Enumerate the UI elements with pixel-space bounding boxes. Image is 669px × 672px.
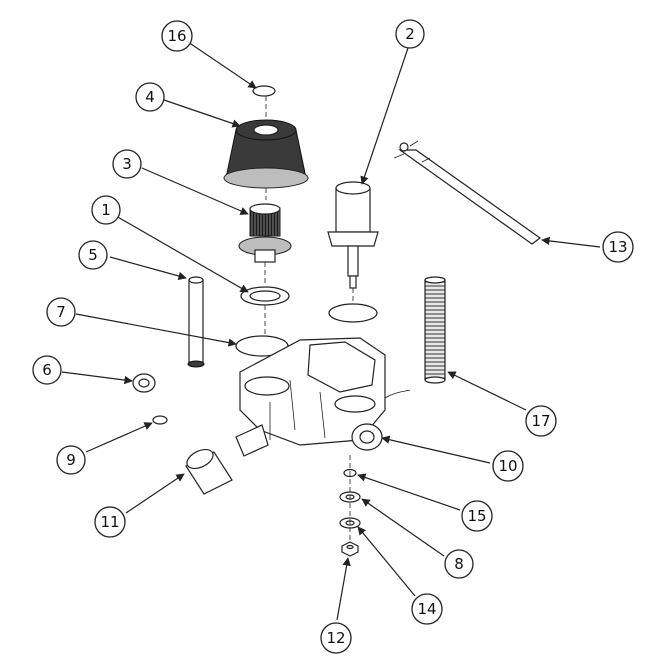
callout-5: 5 — [78, 240, 108, 270]
part-17-hose — [424, 276, 446, 384]
callout-3-label: 3 — [122, 155, 132, 173]
part-12-nut — [341, 541, 359, 557]
callout-17-label: 17 — [531, 412, 550, 430]
callout-4: 4 — [135, 82, 165, 112]
callout-12: 12 — [320, 622, 352, 654]
part-10-pump-housing — [235, 337, 411, 457]
callout-8: 8 — [444, 549, 474, 579]
callout-15: 15 — [461, 500, 493, 532]
callout-2: 2 — [395, 19, 425, 49]
part-5-tube — [187, 276, 205, 368]
assembly-guide-lines — [264, 96, 354, 540]
callout-16: 16 — [161, 20, 193, 52]
part-1-gasket — [240, 286, 290, 306]
callout-7-label: 7 — [56, 303, 66, 321]
part-13-heating-element — [393, 140, 542, 245]
callout-10: 10 — [492, 450, 524, 482]
callout-16-label: 16 — [167, 27, 186, 45]
callout-8-label: 8 — [454, 555, 464, 573]
part-4-filter — [223, 119, 309, 189]
callout-3: 3 — [112, 149, 142, 179]
callout-5-label: 5 — [88, 246, 98, 264]
callout-7: 7 — [46, 297, 76, 327]
leader-lines — [61, 41, 601, 621]
callout-14: 14 — [411, 593, 443, 625]
callout-11: 11 — [94, 506, 126, 538]
callout-1: 1 — [91, 195, 121, 225]
callout-11-label: 11 — [100, 513, 119, 531]
callout-10-label: 10 — [498, 457, 517, 475]
callout-4-label: 4 — [145, 88, 155, 106]
part-16-cap — [252, 85, 276, 97]
callout-17: 17 — [525, 405, 557, 437]
callout-1-label: 1 — [101, 201, 111, 219]
part-2-actuator — [327, 181, 379, 289]
callout-14-label: 14 — [417, 600, 436, 618]
part-pump-seal — [328, 303, 378, 323]
callout-12-label: 12 — [326, 629, 345, 647]
part-11-sleeve — [185, 448, 233, 495]
part-9-washer — [152, 415, 168, 425]
callout-13: 13 — [602, 231, 634, 263]
callout-13-label: 13 — [608, 238, 627, 256]
callout-9-label: 9 — [66, 451, 76, 469]
callout-6-label: 6 — [42, 361, 52, 379]
callout-2-label: 2 — [405, 25, 415, 43]
callout-15-label: 15 — [467, 507, 486, 525]
part-3-inner-filter — [238, 203, 292, 263]
callout-9: 9 — [56, 445, 86, 475]
callout-6: 6 — [32, 355, 62, 385]
part-6-washer — [132, 373, 156, 393]
